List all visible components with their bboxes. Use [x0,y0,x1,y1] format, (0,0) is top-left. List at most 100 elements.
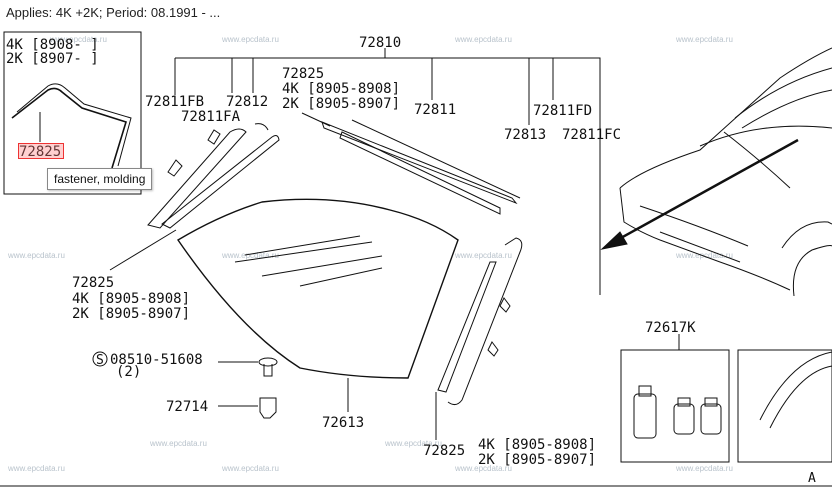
watermark: www.epcdata.ru [384,439,442,448]
kit-tube-cap [677,397,691,407]
drawing-72811FB [147,128,247,229]
part-72714[interactable]: 72714 [166,399,208,415]
glass-reflection [244,235,361,256]
kit-glass-outline [769,365,832,429]
part-72811FA[interactable]: 72811FA [181,109,241,125]
part-72825-left[interactable]: 72825 [72,275,114,291]
drawing-clip-72714 [259,397,277,419]
drawing-72812 [161,135,280,229]
leader [301,112,331,127]
watermark: www.epcdata.ru [675,35,733,44]
part-72825-top-4k: 4K [8905-8908] [282,81,400,97]
applies-header: Applies: 4K +2K; Period: 08.1991 - ... [6,5,221,20]
pointer-arrowhead [600,231,628,250]
part-72825-bottom-2k: 2K [8905-8907] [478,452,596,468]
pointer-arrow-line [609,138,799,246]
drawing-top-edge [351,119,521,199]
inset-molding [16,83,132,167]
watermark: www.epcdata.ru [7,251,65,260]
part-72617K[interactable]: 72617K [645,320,696,336]
inset-line-4k: 4K [8908- ] [6,37,99,53]
drawing-clip-top [254,123,269,131]
car-grille [639,205,749,247]
drawing-72811 [321,121,518,205]
part-72613[interactable]: 72613 [322,415,364,431]
leader [109,229,177,271]
part-72825-top[interactable]: 72825 [282,66,324,82]
kit-bottle [633,393,657,439]
kit-bottle-cap [638,385,652,397]
drawing-windshield-72613 [176,198,459,379]
watermark: www.epcdata.ru [675,464,733,473]
inset-windshield-frame [11,87,127,169]
glass-reflection [299,267,383,287]
drawing-screw [258,357,278,367]
car-hood-crease [699,125,832,147]
drawing-clip-right-2 [487,341,499,357]
part-72813[interactable]: 72813 [504,127,546,143]
watermarks: www.epcdata.ru www.epcdata.ru www.epcdat… [7,35,733,473]
inset-part-72825[interactable]: 72825 [19,144,61,160]
watermark: www.epcdata.ru [221,251,279,260]
watermark: www.epcdata.ru [454,35,512,44]
kit-tube-cap [704,397,718,407]
watermark: www.epcdata.ru [7,464,65,473]
part-72810[interactable]: 72810 [359,35,401,51]
kit-glass-outline [759,351,832,421]
part-72811FC[interactable]: 72811FC [562,127,621,143]
part-72825-left-2k: 2K [8905-8907] [72,306,190,322]
drawing-72813 [437,261,497,393]
part-72811FD[interactable]: 72811FD [533,103,592,119]
glass-reflection [234,241,373,263]
watermark: www.epcdata.ru [454,464,512,473]
drawing-72811FD [447,237,523,406]
part-screw-qty: (2) [116,364,141,380]
watermark: www.epcdata.ru [454,251,512,260]
kit-box-2 [737,349,832,463]
part-72811FB[interactable]: 72811FB [145,94,204,110]
car-hood-edge [619,47,832,189]
car-lower-lip [659,231,741,263]
part-72812[interactable]: 72812 [226,94,268,110]
part-drawings [109,112,523,440]
inset-panel [3,31,142,195]
watermark: www.epcdata.ru [149,439,207,448]
car-roof-line [741,89,832,129]
part-72825-bottom[interactable]: 72825 [423,443,465,459]
truncated-label: A [808,471,816,486]
group-bracket-72810 [174,48,601,295]
car-windshield-line [734,67,832,119]
part-72825-bottom-4k: 4K [8905-8908] [478,437,596,453]
screw-s-symbol [92,351,108,367]
glass-reflection [261,255,383,277]
screw-s-letter: S [96,353,104,368]
kit-box [620,349,730,463]
drawing-screw-body [263,364,273,377]
car-wheel [792,245,832,297]
watermark: www.epcdata.ru [675,251,733,260]
watermark: www.epcdata.ru [221,35,279,44]
watermark: www.epcdata.ru [221,464,279,473]
kit-tube [700,403,722,435]
car-hood-line [723,131,791,189]
part-72811[interactable]: 72811 [414,102,456,118]
inset-line-2k: 2K [8907- ] [6,51,99,67]
car-front-bumper [619,187,791,291]
part-tooltip: fastener, molding [47,168,153,190]
inset-part-highlight [18,143,64,159]
watermark: www.epcdata.ru [49,35,107,44]
drawing-clip-fa [207,129,221,145]
car-wheel-arch [781,221,832,249]
part-72825-top-2k: 2K [8905-8907] [282,96,400,112]
part-72825-left-4k: 4K [8905-8908] [72,291,190,307]
drawing-clip-right [499,297,511,313]
inset-frame [3,31,142,195]
kit-72617K [620,334,832,463]
kit-tube [673,403,695,435]
drawing-72825-top [339,131,501,215]
bracket [175,57,601,295]
part-screw-code[interactable]: 08510-51608 [110,352,203,368]
drawing-clip-left [167,159,183,177]
car-illustration [600,47,832,297]
